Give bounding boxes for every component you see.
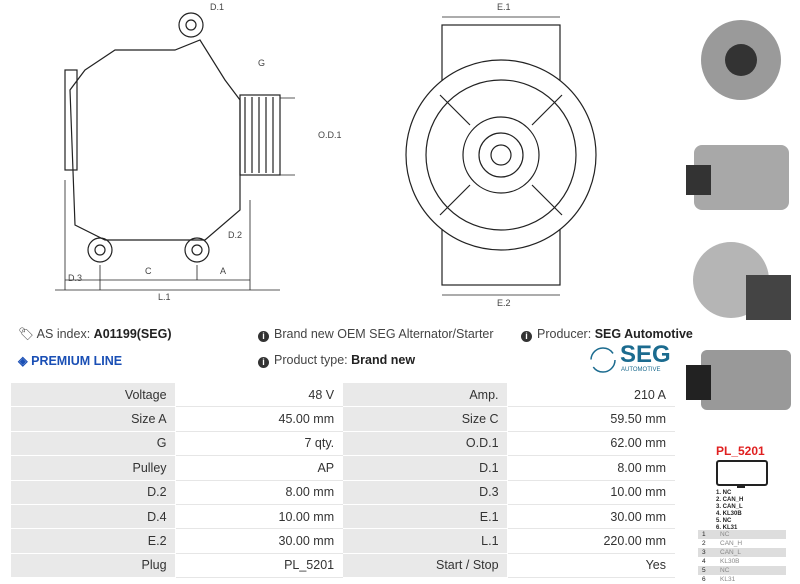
spec-value: 30.00 mm xyxy=(506,503,676,530)
seg-logo: SEG AUTOMOTIVE xyxy=(588,341,678,377)
spec-value: 45.00 mm xyxy=(174,406,344,432)
plug-table-row: 2 CAN_H xyxy=(698,539,786,548)
tag-icon: 🏷 xyxy=(18,327,34,341)
info-icon: i xyxy=(258,357,269,368)
plug-pin: 3. CAN_L xyxy=(716,504,743,510)
label-c: C xyxy=(145,266,152,276)
spec-value: AP xyxy=(174,455,344,481)
label-l1: L.1 xyxy=(158,292,171,302)
plug-pin: 6. KL31 xyxy=(716,525,738,531)
spec-value: PL_5201 xyxy=(174,552,344,579)
spec-value: 10.00 mm xyxy=(506,479,676,505)
spec-value: 220.00 mm xyxy=(506,528,676,554)
spec-label: D.4 xyxy=(10,503,176,530)
pin-signal: CAN_L xyxy=(720,549,741,556)
spec-value: 210 A xyxy=(506,381,676,408)
label-d1: D.1 xyxy=(210,2,225,12)
plug-table-row: 4 KL30B xyxy=(698,557,786,566)
side-view-drawing xyxy=(55,12,295,291)
diamond-icon: ◈ xyxy=(18,354,28,368)
spec-label: Amp. xyxy=(342,381,508,408)
spec-label: G xyxy=(10,430,176,457)
pin-number: 6 xyxy=(702,576,706,583)
spec-label: L.1 xyxy=(342,528,508,554)
product-photo-front[interactable] xyxy=(686,5,796,100)
plug-pin: 1. NC xyxy=(716,490,732,496)
plug-diagram xyxy=(716,460,768,488)
spec-label: Size C xyxy=(342,406,508,432)
label-e1: E.1 xyxy=(497,2,511,12)
spec-value: 30.00 mm xyxy=(174,528,344,554)
label-d3: D.3 xyxy=(68,273,83,283)
pin-signal: NC xyxy=(720,567,730,574)
product-photo-rear[interactable] xyxy=(686,235,796,330)
label-od1: O.D.1 xyxy=(318,130,342,140)
info-icon: i xyxy=(521,331,532,342)
plug-table-row: 1 NC xyxy=(698,530,786,539)
label-g: G xyxy=(258,58,266,68)
spec-label: Plug xyxy=(10,552,176,579)
as-index: 🏷 AS index: A01199(SEG) xyxy=(18,327,172,341)
spec-value: 8.00 mm xyxy=(174,479,344,505)
label-d2: D.2 xyxy=(228,230,243,240)
pin-signal: KL31 xyxy=(720,576,736,583)
spec-value: 59.50 mm xyxy=(506,406,676,432)
pin-number: 4 xyxy=(702,558,706,565)
spec-value: 8.00 mm xyxy=(506,455,676,481)
pin-signal: CAN_H xyxy=(720,540,743,547)
spec-label: Voltage xyxy=(10,381,176,408)
spec-label: D.3 xyxy=(342,479,508,505)
spec-label: Start / Stop xyxy=(342,552,508,579)
plug-table-row: 3 CAN_L xyxy=(698,548,786,557)
spec-value: 62.00 mm xyxy=(506,430,676,457)
plug-title: PL_5201 xyxy=(716,444,765,458)
product-photo-angle[interactable] xyxy=(686,335,796,430)
spec-label: Size A xyxy=(10,406,176,432)
plug-pin: 2. CAN_H xyxy=(716,497,744,503)
pin-number: 5 xyxy=(702,567,706,574)
spec-label: Pulley xyxy=(10,455,176,481)
spec-value: 10.00 mm xyxy=(174,503,344,530)
premium-line-badge: ◈ PREMIUM LINE xyxy=(18,354,123,368)
plug-table-row: 5 NC xyxy=(698,566,786,575)
pin-number: 3 xyxy=(702,549,706,556)
info-icon: i xyxy=(258,331,269,342)
spec-value: 7 qty. xyxy=(174,430,344,457)
spec-label: D.2 xyxy=(10,479,176,505)
spec-value: Yes xyxy=(506,552,676,579)
spec-value: 48 V xyxy=(174,381,344,408)
spec-label: O.D.1 xyxy=(342,430,508,457)
pin-signal: KL30B xyxy=(720,558,740,565)
pin-number: 2 xyxy=(702,540,706,547)
spec-label: E.1 xyxy=(342,503,508,530)
plug-table-row: 6 KL31 xyxy=(698,575,786,584)
plug-pin: 5. NC xyxy=(716,518,732,524)
front-view-drawing xyxy=(405,16,597,296)
spec-label: E.2 xyxy=(10,528,176,554)
product-photo-side[interactable] xyxy=(686,130,796,225)
pin-signal: NC xyxy=(720,531,730,538)
plug-pin: 4. KL30B xyxy=(716,511,742,517)
pin-number: 1 xyxy=(702,531,706,538)
label-a: A xyxy=(220,266,227,276)
label-e2: E.2 xyxy=(497,298,511,308)
spec-label: D.1 xyxy=(342,455,508,481)
